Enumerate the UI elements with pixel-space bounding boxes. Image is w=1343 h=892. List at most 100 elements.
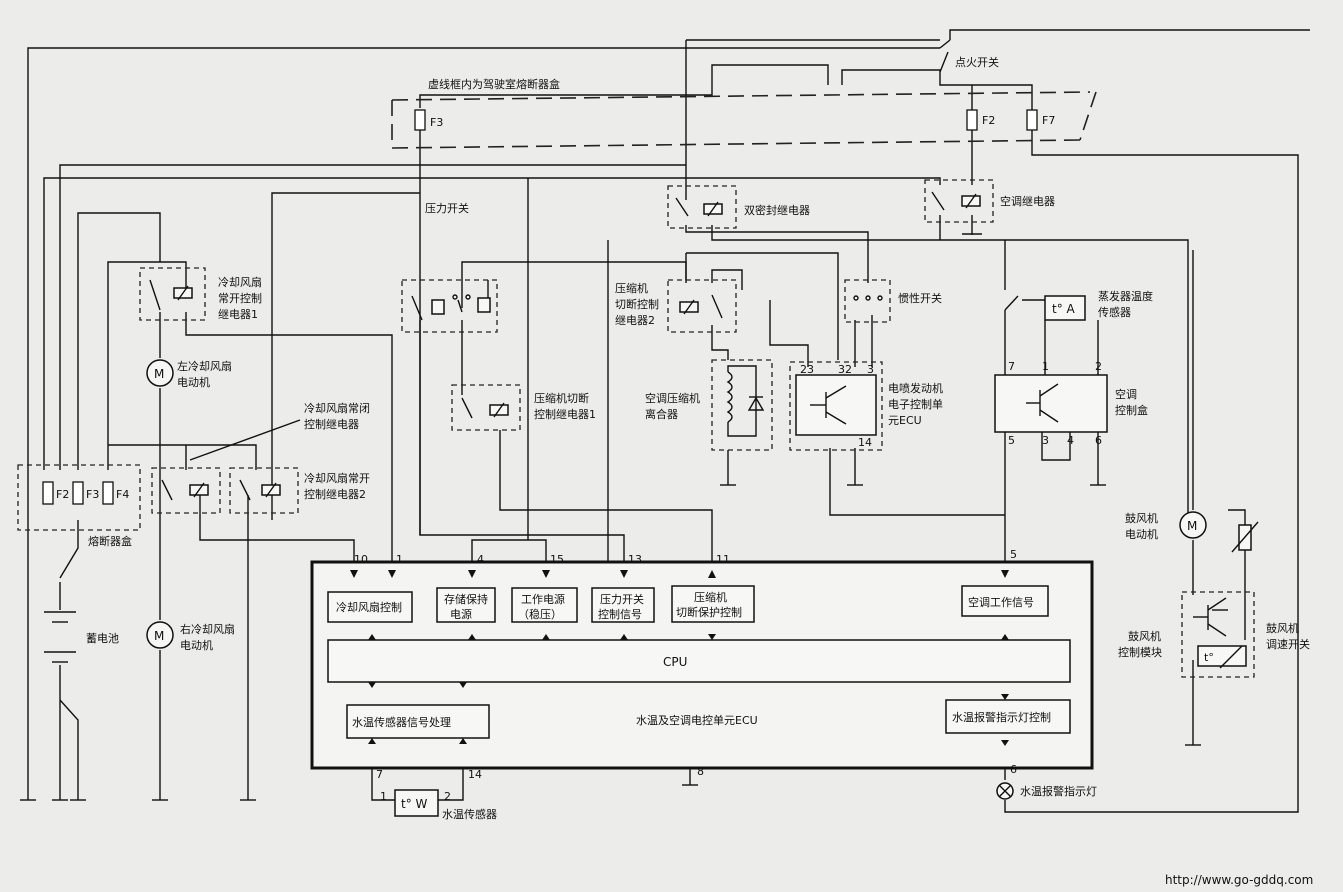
watermark: http://www.go-gddq.com [1165,873,1313,887]
transistor-icon [1193,597,1227,637]
motor-icon: M [146,359,174,387]
blower-motor-label: 鼓风机 [1125,511,1158,525]
ecu-pin: 4 [477,553,484,566]
ground-icon [682,484,1201,786]
ecu-pin: 8 [697,765,704,778]
svg-text:M: M [154,629,164,643]
ac-pin: 7 [1008,360,1015,373]
ecu-pin: 13 [628,553,642,566]
ac-pin: 3 [1042,434,1049,447]
ecu-pin: 10 [354,553,368,566]
right-fan-label: 电动机 [180,638,213,652]
engine-ecu-pin: 32 [838,363,852,376]
diode-icon [727,365,765,437]
fan-no-relay2-label: 控制继电器2 [304,487,366,501]
ecu-main-label: 水温及空调电控单元ECU [636,713,758,727]
ecu-pin: 5 [1010,548,1017,561]
ecu-pin: 14 [468,768,482,781]
engine-ecu [789,361,883,451]
fan-nc-relay-label: 冷却风扇常闭 [304,401,370,415]
ac-ctrl-box-label: 控制盒 [1115,403,1148,417]
ac-pin: 1 [1042,360,1049,373]
fan-no-relay1-label: 常开控制 [218,291,262,305]
evap-sensor-label: 传感器 [1098,306,1131,319]
ac-ctrl-box-label: 空调 [1115,387,1137,401]
block-comp: 压缩机 [694,590,727,604]
right-fan-label: 右冷却风扇 [180,622,235,636]
fan-no-relay1-label: 继电器1 [218,308,258,321]
ac-pin: 4 [1067,434,1074,447]
transistor-icon [1026,383,1059,423]
fuse-icon [1026,109,1038,131]
block-water-temp: 水温传感器信号处理 [352,716,451,729]
blower-module-label: 控制模块 [1118,645,1162,659]
ac-relay [924,179,994,235]
ac-pin: 2 [1095,360,1102,373]
comp-cut-relay2-label: 压缩机 [615,281,648,295]
transistor-icon [810,385,847,425]
fuse-icon [966,109,978,131]
comp-cut-relay1-label: 控制继电器1 [534,407,596,421]
coil-icon [726,371,733,423]
inertia-switch-label: 惯性开关 [898,291,942,305]
fuse-f2-top-label: F2 [982,114,995,127]
evap-sensor-label: 蒸发器温度 [1098,289,1153,303]
ecu-pin: 7 [376,768,383,781]
fan-no-relay-1 [139,267,206,321]
fuse-f3-top-label: F3 [430,116,443,129]
inertia-switch [844,279,891,323]
water-ac-ecu [310,560,1094,770]
motor-icon: M [146,621,174,649]
signal-arrows [350,570,1009,746]
ecu-pin: 2 [444,790,451,803]
engine-ecu-pin: 3 [867,363,874,376]
ecu-pin: 11 [716,553,730,566]
block-warn-ctrl: 水温报警指示灯控制 [952,710,1051,724]
battery-icon [44,611,76,663]
svg-text:t°: t° [1204,651,1214,664]
ac-clutch-label: 空调压缩机 [645,391,700,405]
pressure-switch-label: 压力开关 [425,201,469,215]
block-power: （稳压） [518,607,562,621]
comp-cut-relay2-label: 继电器2 [615,314,655,327]
svg-text:t° W: t° W [401,797,428,811]
block-mem: 电源 [450,607,472,621]
fuse-f7-label: F7 [1042,114,1055,127]
ecu-pin: 1 [396,553,403,566]
fan-no-relay2-label: 冷却风扇常开 [304,471,370,485]
battery-label: 蓄电池 [86,632,119,645]
fuse-f3-label: F3 [86,488,99,501]
fan-nc-relay-label: 控制继电器 [304,417,359,431]
fan-no-relay1-label: 冷却风扇 [218,275,262,289]
evap-temp-sensor: t° A [1004,295,1086,321]
block-press: 压力开关 [600,592,644,606]
svg-text:t° A: t° A [1052,302,1076,316]
fuse-f4-label: F4 [116,488,129,501]
svg-text:M: M [154,367,164,381]
comp-cut-relay-2 [667,279,737,333]
ac-pin: 6 [1095,434,1102,447]
ignition-switch-label: 点火开关 [955,55,999,69]
fuse-box-label: 熔断器盒 [88,534,132,548]
engine-ecu-pin: 14 [858,436,872,449]
engine-ecu-label: 元ECU [888,414,922,427]
water-temp-sensor: t° W [394,789,439,817]
block-mem: 存储保持 [444,592,488,606]
block-ac-signal: 空调工作信号 [968,595,1034,609]
ac-clutch-label: 离合器 [645,407,678,421]
engine-fuse-box [17,464,141,531]
motor-icon: M [1179,511,1207,539]
left-fan-label: 左冷却风扇 [177,359,232,373]
fan-no-relay-2 [229,467,299,514]
ecu-pin: 15 [550,553,564,566]
fuse-f2-label: F2 [56,488,69,501]
engine-ecu-label: 电喷发动机 [888,381,943,395]
engine-ecu-pin: 23 [800,363,814,376]
wiring [27,29,1310,813]
dual-seal-relay [667,185,737,229]
cpu-label: CPU [663,655,687,669]
fan-nc-relay [151,419,301,514]
water-sensor-label: 水温传感器 [442,808,497,821]
thermistor-icon [1231,521,1259,553]
